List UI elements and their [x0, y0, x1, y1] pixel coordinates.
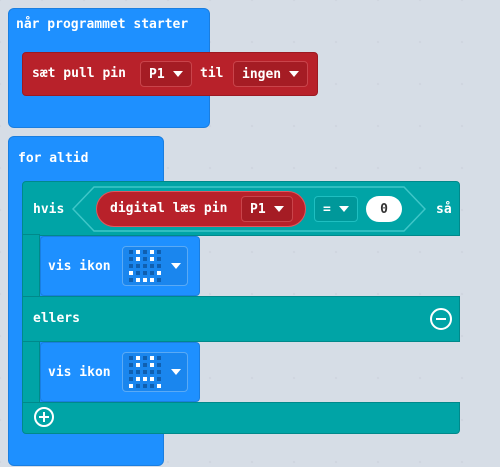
led-pixel: [143, 271, 147, 275]
led-pixel: [136, 384, 140, 388]
led-pixel: [129, 384, 133, 388]
set-pull-pin-value: P1: [149, 66, 165, 82]
led-pixel: [129, 278, 133, 282]
led-pixel: [136, 370, 140, 374]
if-footer[interactable]: [22, 402, 460, 434]
led-pixel: [143, 278, 147, 282]
led-pixel: [150, 377, 154, 381]
chevron-down-icon: [273, 206, 284, 212]
sad-face-icon: [129, 356, 161, 388]
led-pixel: [143, 363, 147, 367]
add-else-if-button[interactable]: [34, 407, 54, 427]
led-pixel: [136, 264, 140, 268]
led-pixel: [136, 377, 140, 381]
led-pixel: [150, 264, 154, 268]
happy-face-icon: [129, 250, 161, 282]
led-pixel: [150, 250, 154, 254]
led-pixel: [157, 271, 161, 275]
else-header[interactable]: [22, 296, 460, 342]
chevron-down-icon: [338, 206, 349, 212]
led-pixel: [129, 271, 133, 275]
led-pixel: [150, 384, 154, 388]
remove-else-button[interactable]: [430, 308, 452, 330]
led-pixel: [129, 377, 133, 381]
set-pull-pin-dropdown[interactable]: P1: [140, 61, 192, 87]
led-pixel: [157, 250, 161, 254]
led-pixel: [157, 264, 161, 268]
digital-read-label: digital læs pin: [110, 201, 228, 216]
led-pixel: [157, 384, 161, 388]
operator-value: =: [323, 201, 331, 217]
chevron-down-icon: [171, 263, 181, 269]
operator-dropdown[interactable]: =: [314, 196, 358, 222]
digital-read-pin-dropdown[interactable]: P1: [241, 196, 293, 222]
led-pixel: [136, 278, 140, 282]
compare-value: 0: [380, 201, 388, 217]
led-pixel: [136, 257, 140, 261]
led-pixel: [129, 356, 133, 360]
on-start-label: når programmet starter: [16, 17, 189, 32]
led-pixel: [136, 250, 140, 254]
chevron-down-icon: [289, 71, 300, 77]
set-pull-mode-dropdown[interactable]: ingen: [233, 61, 309, 87]
led-pixel: [129, 370, 133, 374]
led-pixel: [157, 370, 161, 374]
show-icon-label-else: vis ikon: [48, 365, 111, 380]
led-pixel: [136, 271, 140, 275]
led-pixel: [157, 363, 161, 367]
set-pull-mode-value: ingen: [242, 66, 282, 82]
led-pixel: [150, 271, 154, 275]
led-pixel: [143, 356, 147, 360]
if-label: hvis: [33, 202, 65, 217]
led-pixel: [129, 257, 133, 261]
compare-value-field[interactable]: 0: [366, 196, 402, 222]
led-pixel: [157, 356, 161, 360]
led-pixel: [157, 278, 161, 282]
chevron-down-icon: [172, 71, 183, 77]
led-pixel: [157, 257, 161, 261]
else-label: ellers: [33, 311, 80, 326]
led-pixel: [143, 250, 147, 254]
then-label: så: [436, 202, 452, 217]
led-pixel: [143, 370, 147, 374]
led-pixel: [129, 363, 133, 367]
digital-read-pin-value: P1: [250, 201, 266, 217]
icon-dropdown-else[interactable]: [122, 352, 188, 392]
led-pixel: [150, 363, 154, 367]
led-pixel: [150, 278, 154, 282]
led-pixel: [136, 363, 140, 367]
show-icon-label-then: vis ikon: [48, 259, 111, 274]
set-pull-label: sæt pull pin: [32, 66, 126, 81]
led-pixel: [150, 356, 154, 360]
led-pixel: [143, 377, 147, 381]
led-pixel: [157, 377, 161, 381]
led-pixel: [129, 250, 133, 254]
led-pixel: [136, 356, 140, 360]
led-pixel: [150, 370, 154, 374]
plus-icon: [39, 412, 49, 422]
set-pull-mid-label: til: [200, 66, 224, 81]
forever-label: for altid: [18, 151, 89, 166]
chevron-down-icon: [171, 369, 181, 375]
led-pixel: [143, 264, 147, 268]
icon-dropdown-then[interactable]: [122, 246, 188, 286]
led-pixel: [143, 384, 147, 388]
minus-icon: [436, 318, 446, 320]
led-pixel: [129, 264, 133, 268]
led-pixel: [150, 257, 154, 261]
led-pixel: [143, 257, 147, 261]
